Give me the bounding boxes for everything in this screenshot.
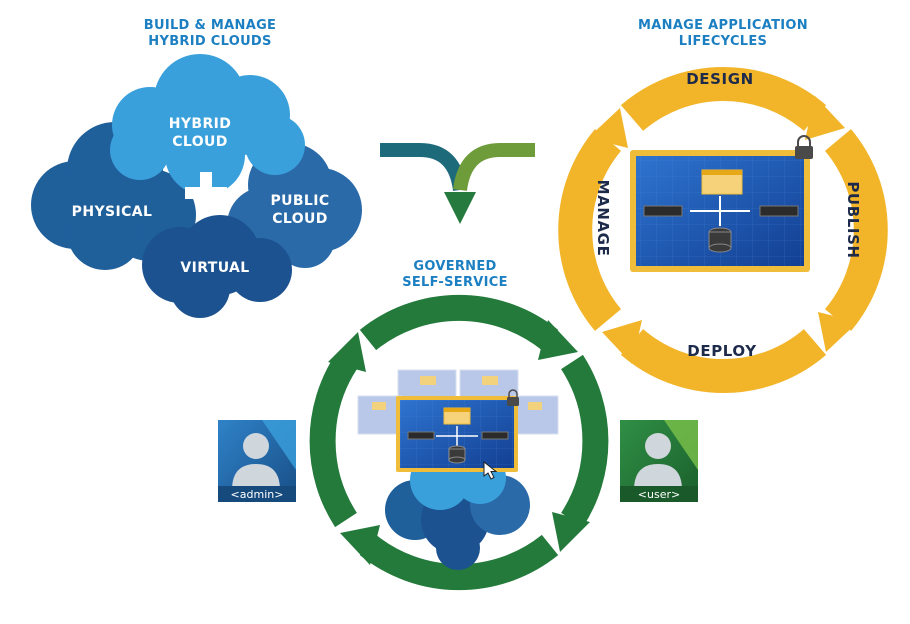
hybrid-cloud-shape xyxy=(110,54,305,195)
admin-avatar: <admin> xyxy=(218,420,296,502)
lifecycle-section: MANAGE APPLICATION LIFECYCLES DESIGN PUB… xyxy=(558,18,888,393)
stage-publish: PUBLISH xyxy=(844,181,862,258)
selfservice-ring-arrowheads xyxy=(328,320,590,565)
server-icon xyxy=(407,431,509,440)
public-cloud-label-line2: CLOUD xyxy=(272,211,328,227)
stage-deploy: DEPLOY xyxy=(687,342,757,360)
lifecycle-ring-arrowheads xyxy=(588,96,858,364)
admin-label: <admin> xyxy=(231,488,284,501)
plus-icon xyxy=(185,172,227,214)
server-icon xyxy=(643,205,799,217)
hybrid-cloud-section: BUILD & MANAGE HYBRID CLOUDS xyxy=(31,18,362,318)
merge-arrow-icon xyxy=(380,143,535,224)
lifecycle-title-line2: LIFECYCLES xyxy=(679,34,767,49)
physical-cloud-label: PHYSICAL xyxy=(72,204,153,220)
hybrid-title-line2: HYBRID CLOUDS xyxy=(148,34,271,49)
selfservice-screen xyxy=(396,389,519,480)
lifecycle-title-line1: MANAGE APPLICATION xyxy=(638,18,808,33)
public-cloud-label-line1: PUBLIC xyxy=(270,193,329,209)
lifecycle-ring xyxy=(558,67,888,393)
hybrid-title-line1: BUILD & MANAGE xyxy=(144,18,276,33)
small-screen xyxy=(513,395,559,435)
app-screen xyxy=(630,135,813,272)
person-icon xyxy=(232,433,280,490)
hybrid-cloud-label-line2: CLOUD xyxy=(172,134,228,150)
selfservice-title-line1: GOVERNED xyxy=(413,259,496,274)
hybrid-cloud-label-line1: HYBRID xyxy=(169,116,232,132)
lock-icon xyxy=(795,135,813,159)
selfservice-title-line2: SELF-SERVICE xyxy=(402,275,508,290)
app-window-icon xyxy=(443,407,471,425)
user-avatar: <user> xyxy=(620,420,698,502)
database-icon xyxy=(708,227,732,253)
database-icon xyxy=(448,445,466,464)
person-icon xyxy=(634,433,682,490)
stage-manage: MANAGE xyxy=(594,180,612,257)
small-screen xyxy=(357,395,403,435)
connector-lines xyxy=(436,426,478,446)
lock-icon xyxy=(507,389,519,406)
user-label: <user> xyxy=(638,488,680,501)
connector-lines xyxy=(690,196,750,226)
cursor-icon xyxy=(483,460,498,480)
virtual-cloud-shape xyxy=(142,215,292,318)
stage-design: DESIGN xyxy=(686,70,754,88)
selfservice-section: GOVERNED SELF-SERVICE xyxy=(309,259,609,591)
selfservice-ring xyxy=(309,294,609,591)
virtual-cloud-label: VIRTUAL xyxy=(180,260,249,276)
app-window-icon xyxy=(701,169,743,195)
